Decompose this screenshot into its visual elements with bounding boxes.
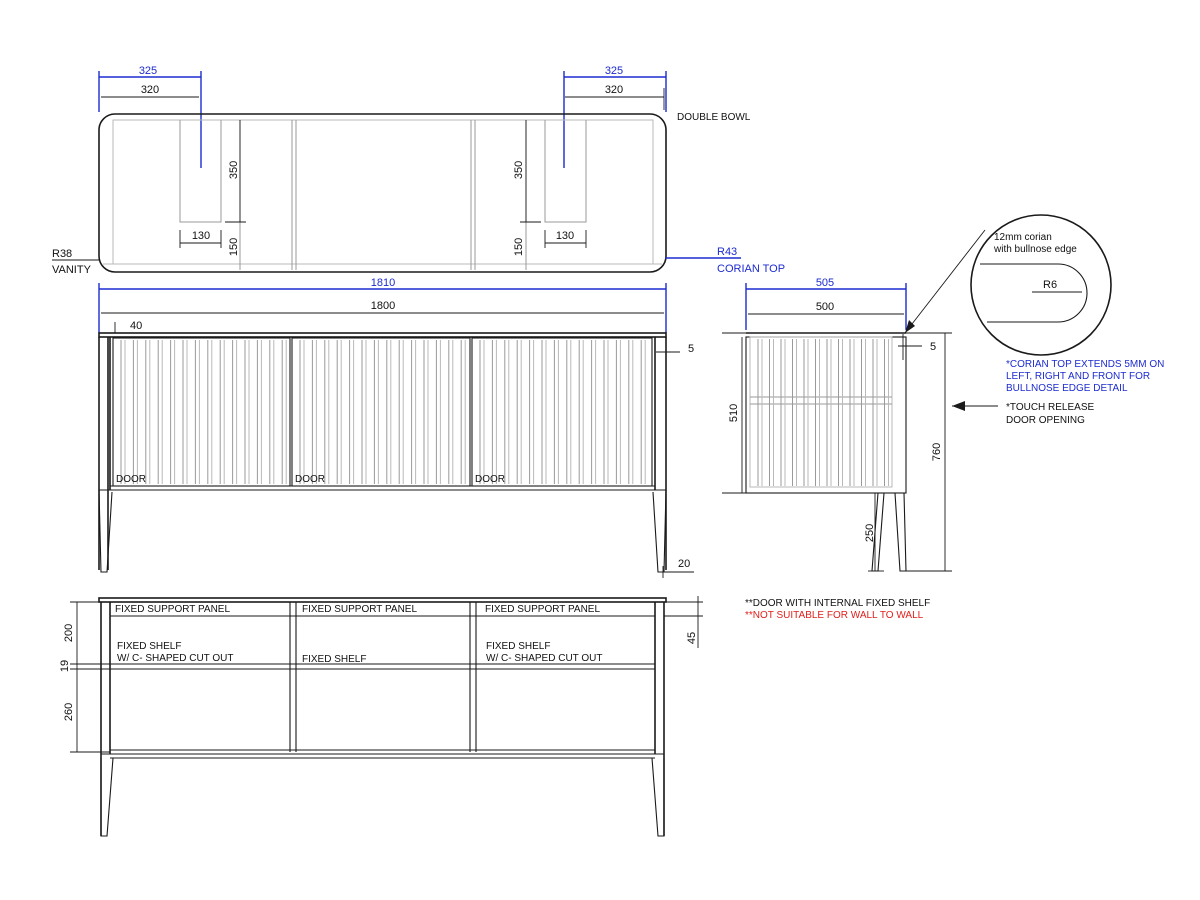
- dim-side-leg-height: 250: [864, 524, 876, 542]
- dim-plan-left-black: 320: [141, 84, 159, 96]
- dim-int-panel: 45: [686, 632, 698, 644]
- label-door-2: DOOR: [295, 474, 325, 485]
- dim-side-black-width: 500: [816, 301, 834, 313]
- detail-line-1: 12mm corian: [994, 232, 1052, 243]
- dim-plan-right-blue: 325: [605, 65, 623, 77]
- label-support-panel-2: FIXED SUPPORT PANEL: [302, 604, 417, 615]
- dim-side-blue-width: 505: [816, 277, 834, 289]
- label-double-bowl: DOUBLE BOWL: [677, 112, 751, 123]
- label-r38: R38: [52, 248, 72, 260]
- dim-top-overhang: 40: [130, 320, 142, 332]
- front-elevation: 1810 1800 40 DOOR DOOR DOOR 5 20: [98, 277, 694, 578]
- dim-leg-base: 20: [678, 558, 690, 570]
- note-touch-release-2: DOOR OPENING: [1006, 415, 1085, 426]
- dim-plan-right-black: 320: [605, 84, 623, 96]
- side-door-flutes: [757, 339, 889, 486]
- arrow-touch-release: [952, 401, 965, 411]
- dim-basin-depth-right: 350: [513, 161, 525, 179]
- label-cutout-shelf-3b: W/ C- SHAPED CUT OUT: [486, 653, 602, 664]
- dim-side-body-height: 510: [728, 404, 740, 422]
- label-fixed-shelf-2: FIXED SHELF: [302, 654, 366, 665]
- note-door-shelf: **DOOR WITH INTERNAL FIXED SHELF: [745, 598, 930, 609]
- dim-side-total-height: 760: [931, 443, 943, 461]
- dim-front-blue-width: 1810: [371, 277, 395, 289]
- label-cutout-shelf-3a: FIXED SHELF: [486, 641, 550, 652]
- note-corian-1: *CORIAN TOP EXTENDS 5MM ON: [1006, 359, 1164, 370]
- note-corian-3: BULLNOSE EDGE DETAIL: [1006, 383, 1128, 394]
- label-corian-top: CORIAN TOP: [717, 263, 785, 275]
- dim-front-black-width: 1800: [371, 300, 395, 312]
- dim-basin-offset-left: 150: [228, 238, 240, 256]
- side-elevation: 505 500 510 760 250 5 *TOU: [722, 277, 1095, 572]
- note-touch-release-1: *TOUCH RELEASE: [1006, 402, 1095, 413]
- internal-view: FIXED SUPPORT PANEL FIXED SUPPORT PANEL …: [59, 596, 930, 837]
- note-not-wall-to-wall: **NOT SUITABLE FOR WALL TO WALL: [745, 610, 924, 621]
- detail-line-2: with bullnose edge: [993, 244, 1077, 255]
- dim-int-bottom: 260: [63, 703, 75, 721]
- label-support-panel-3: FIXED SUPPORT PANEL: [485, 604, 600, 615]
- dim-int-top: 200: [63, 624, 75, 642]
- label-vanity: VANITY: [52, 264, 92, 276]
- label-r43: R43: [717, 246, 737, 258]
- label-support-panel-1: FIXED SUPPORT PANEL: [115, 604, 230, 615]
- label-door-3: DOOR: [475, 474, 505, 485]
- dim-plan-left-blue: 325: [139, 65, 157, 77]
- dim-basin-offset-right: 150: [513, 238, 525, 256]
- note-corian-2: LEFT, RIGHT AND FRONT FOR: [1006, 371, 1150, 382]
- bullnose-detail: R6 12mm corian with bullnose edge *CORIA…: [904, 214, 1164, 394]
- front-door-flutes: [120, 340, 646, 484]
- dim-basin-width-right: 130: [556, 230, 574, 242]
- dim-int-shelf: 19: [59, 660, 71, 672]
- dim-basin-depth-left: 350: [228, 161, 240, 179]
- label-cutout-shelf-1b: W/ C- SHAPED CUT OUT: [117, 653, 233, 664]
- label-r6: R6: [1043, 279, 1057, 291]
- dim-basin-width-left: 130: [192, 230, 210, 242]
- dim-side-edge: 5: [930, 341, 936, 353]
- label-cutout-shelf-1a: FIXED SHELF: [117, 641, 181, 652]
- label-door-1: DOOR: [116, 474, 146, 485]
- dim-top-edge: 5: [688, 343, 694, 355]
- plan-view: 325 325 320 320 350 150 350 150: [52, 65, 785, 276]
